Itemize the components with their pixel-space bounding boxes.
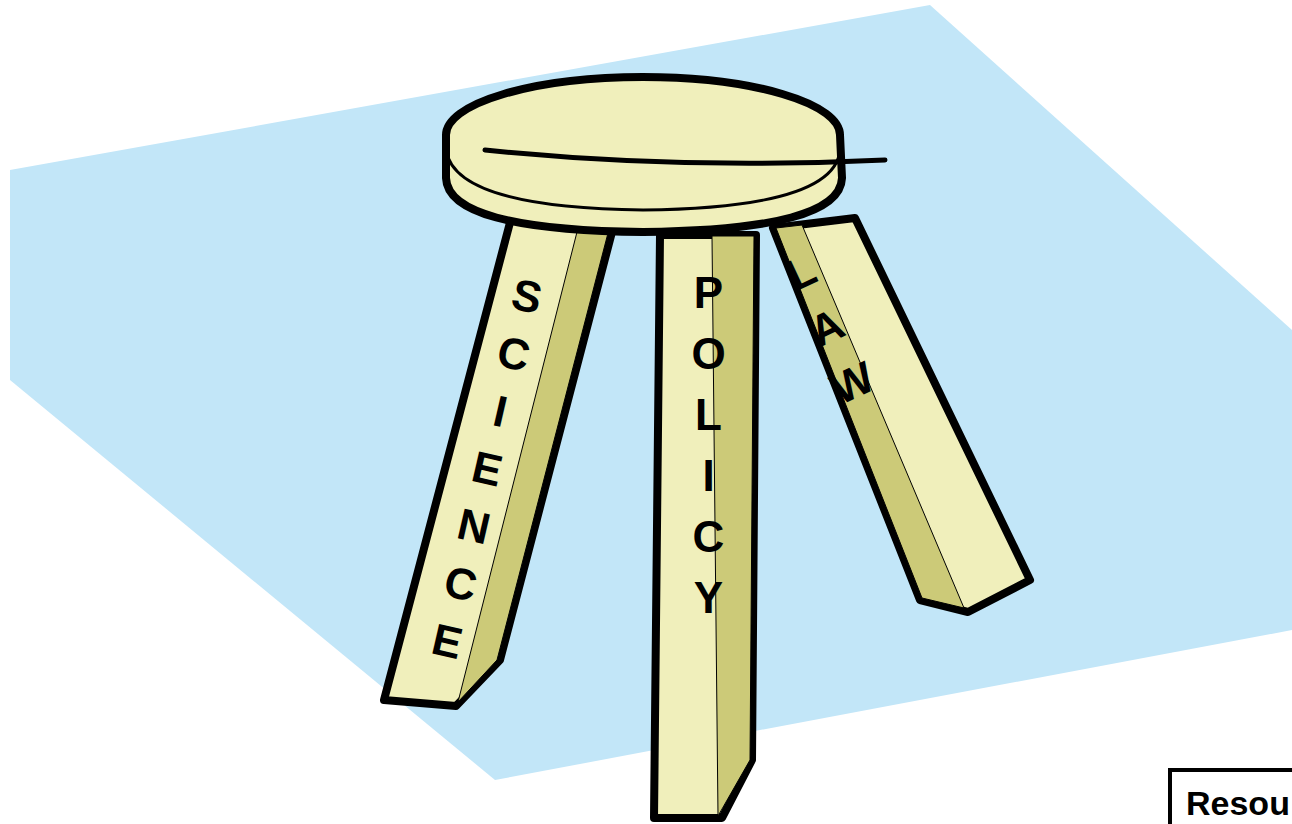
- box-heading: Resou: [1186, 784, 1292, 823]
- resource-box: Resou: [1168, 768, 1292, 824]
- floor-plane: [10, 5, 1292, 780]
- leg-label: POLICY: [686, 268, 730, 634]
- seat-highlight: [485, 150, 885, 163]
- stool-leg: [654, 235, 756, 818]
- stool-leg: [384, 215, 612, 706]
